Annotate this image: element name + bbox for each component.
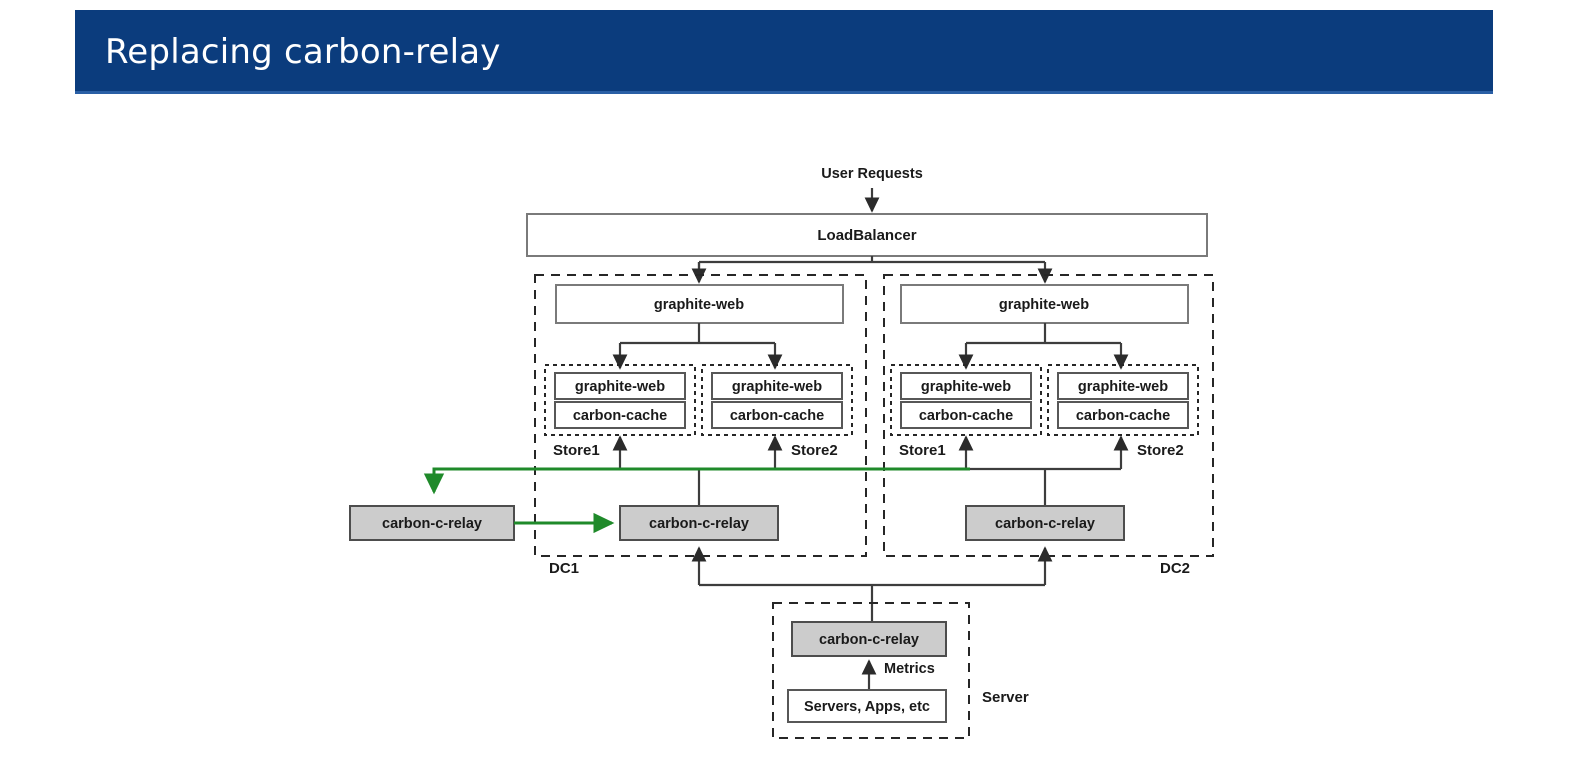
dc2-store1-cache-box xyxy=(900,401,1032,429)
connector-dc2-frontend-split xyxy=(966,323,1121,345)
metrics-source-label: Servers, Apps, etc xyxy=(804,699,930,715)
metrics-source-box xyxy=(787,689,947,723)
page-title: Replacing carbon-relay xyxy=(105,32,501,72)
title-banner: Replacing carbon-relay xyxy=(75,10,1493,94)
banner-underline xyxy=(75,91,1493,94)
dc1-store2-cache-box xyxy=(711,401,843,429)
dc1-label: DC1 xyxy=(549,560,579,577)
dc1-store2-web-box xyxy=(711,372,843,400)
dc1-store2-cache-label: carbon-cache xyxy=(730,408,824,424)
dc1-store2-container xyxy=(701,364,853,436)
dc1-store1-label: Store1 xyxy=(553,442,600,459)
server-label: Server xyxy=(982,689,1029,706)
dc2-relay-box xyxy=(965,505,1125,541)
dc1-store2-label: Store2 xyxy=(791,442,838,459)
loadbalancer-label: LoadBalancer xyxy=(817,227,916,244)
loadbalancer-box xyxy=(526,213,1208,257)
dc1-store2-web-label: graphite-web xyxy=(732,379,822,395)
dc2-store2-web-box xyxy=(1057,372,1189,400)
dc1-frontend-box xyxy=(555,284,844,324)
dc2-store1-label: Store1 xyxy=(899,442,946,459)
connector-dc2-relay-bus xyxy=(966,467,1121,506)
external-relay-label: carbon-c-relay xyxy=(382,516,482,532)
server-container xyxy=(772,602,970,739)
dc2-store2-cache-label: carbon-cache xyxy=(1076,408,1170,424)
dc2-store2-label: Store2 xyxy=(1137,442,1184,459)
dc1-store1-web-box xyxy=(554,372,686,400)
dc2-frontend-label: graphite-web xyxy=(999,297,1089,313)
dc1-relay-label: carbon-c-relay xyxy=(649,516,749,532)
connector-dc1-relay-bus xyxy=(620,467,775,506)
server-relay-label: carbon-c-relay xyxy=(819,632,919,648)
dc2-relay-label: carbon-c-relay xyxy=(995,516,1095,532)
dc2-store2-web-label: graphite-web xyxy=(1078,379,1168,395)
dc1-store1-container xyxy=(544,364,696,436)
metrics-label: Metrics xyxy=(884,661,935,677)
dc2-store1-web-box xyxy=(900,372,1032,400)
dc1-store1-web-label: graphite-web xyxy=(575,379,665,395)
dc2-store1-web-label: graphite-web xyxy=(921,379,1011,395)
external-relay-box xyxy=(349,505,515,541)
dc2-store2-container xyxy=(1047,364,1199,436)
dc2-store1-container xyxy=(890,364,1042,436)
dc2-label: DC2 xyxy=(1160,560,1190,577)
dc1-store1-cache-label: carbon-cache xyxy=(573,408,667,424)
architecture-diagram: User Requests LoadBalancer DC1 graphite-… xyxy=(0,110,1575,773)
server-relay-box xyxy=(791,621,947,657)
dc1-relay-box xyxy=(619,505,779,541)
dc2-frontend-box xyxy=(900,284,1189,324)
dc1-frontend-label: graphite-web xyxy=(654,297,744,313)
dc2-store2-cache-box xyxy=(1057,401,1189,429)
connector-dc1-frontend-split xyxy=(620,323,775,345)
user-requests-label: User Requests xyxy=(821,166,923,182)
dc1-store1-cache-box xyxy=(554,401,686,429)
dc1-container xyxy=(534,274,867,557)
flow-green-to-external-relay xyxy=(423,467,970,495)
dc2-store1-cache-label: carbon-cache xyxy=(919,408,1013,424)
